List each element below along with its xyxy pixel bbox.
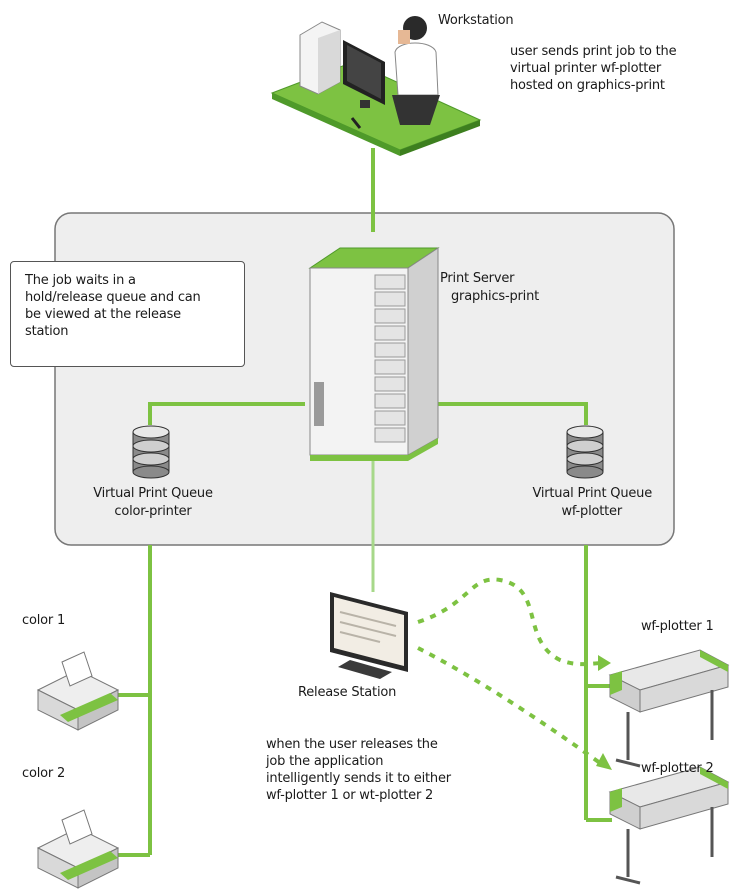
workstation-title: Workstation (438, 13, 514, 28)
print-server-icon (308, 247, 440, 461)
callout-line3: be viewed at the release (25, 307, 181, 322)
workstation-note-line3: hosted on graphics-print (510, 78, 665, 93)
left-queue-name: color-printer (114, 504, 192, 519)
release-station-icon (330, 592, 408, 679)
workstation-note-line1: user sends print job to the (510, 44, 677, 59)
callout-line1: The job waits in a (25, 273, 136, 288)
release-note-line1: when the user releases the (266, 737, 438, 752)
left-queue-title: Virtual Print Queue (93, 486, 213, 501)
callout-line2: hold/release queue and can (25, 290, 201, 305)
release-note-line3: intelligently sends it to either (266, 771, 451, 786)
release-arrowhead-2 (596, 753, 612, 770)
plotter2-icon (608, 766, 730, 885)
server-to-right-queue-line (438, 402, 588, 425)
right-queue-database-icon (566, 425, 604, 479)
printer-color1-label: color 1 (22, 613, 66, 628)
printer-color2-icon (36, 809, 120, 889)
release-note-line2: job the application (266, 754, 384, 769)
release-arrows (417, 577, 602, 765)
connector-lines (115, 148, 612, 857)
left-queue-database-icon (132, 425, 170, 479)
printer-color2-label: color 2 (22, 766, 66, 781)
release-note-line4: wf-plotter 1 or wt-plotter 2 (266, 788, 434, 803)
printer-color1-icon (36, 651, 120, 731)
plotter1-icon (608, 649, 730, 768)
print-server-name: graphics-print (451, 289, 540, 304)
hold-release-callout: The job waits in a hold/release queue an… (10, 261, 245, 367)
print-server-title: Print Server (440, 271, 515, 286)
workstation-note-line2: virtual printer wf-plotter (510, 61, 662, 76)
callout-line4: station (25, 324, 69, 339)
plotter2-label: wf-plotter 2 (641, 761, 714, 776)
release-arrow-plotter2 (417, 646, 602, 765)
plotter1-label: wf-plotter 1 (641, 619, 714, 634)
release-arrowhead-1 (598, 655, 611, 671)
release-arrow-plotter1 (417, 577, 601, 667)
right-queue-title: Virtual Print Queue (532, 486, 652, 501)
right-queue-name: wf-plotter (561, 504, 622, 519)
server-to-left-queue-line (148, 402, 305, 425)
workstation-icon (270, 16, 482, 156)
release-station-title: Release Station (298, 685, 397, 700)
